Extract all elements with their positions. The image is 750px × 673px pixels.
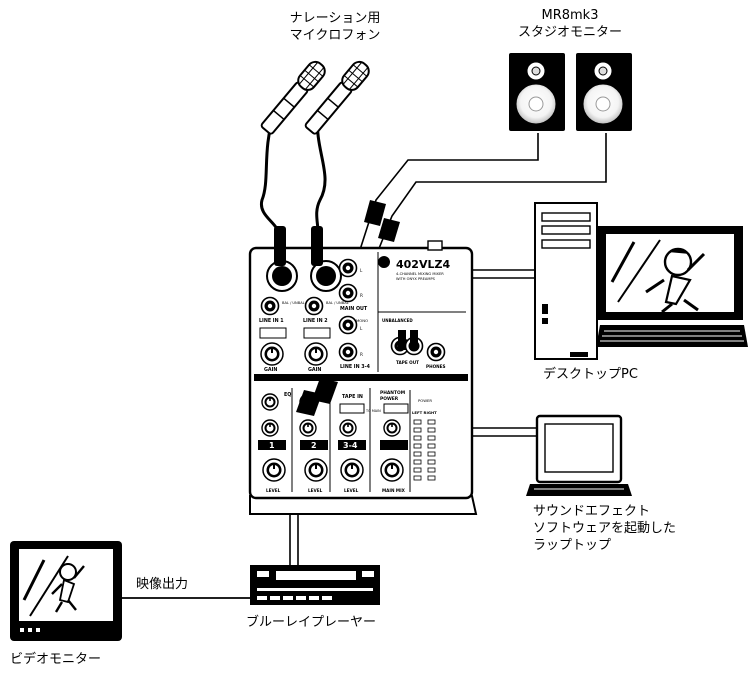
bluray-player-label: ブルーレイプレーヤー — [246, 615, 377, 630]
desktop-pc-label: デスクトップPC — [543, 367, 638, 382]
svg-text:2: 2 — [311, 441, 317, 450]
svg-text:GAIN: GAIN — [308, 367, 321, 373]
svg-text:BAL / UNBAL: BAL / UNBAL — [282, 301, 305, 305]
svg-text:MAIN OUT: MAIN OUT — [340, 306, 368, 312]
svg-text:LEFT RIGHT: LEFT RIGHT — [412, 410, 437, 415]
svg-text:3-4: 3-4 — [343, 441, 358, 450]
svg-text:R: R — [360, 352, 363, 357]
svg-text:1: 1 — [269, 441, 275, 450]
svg-text:POWER: POWER — [418, 398, 432, 403]
svg-text:POWER: POWER — [380, 396, 399, 402]
svg-text:PHONES: PHONES — [426, 364, 446, 369]
narration-mic-label: ナレーション用 マイクロフォン — [289, 11, 381, 43]
svg-text:EQ: EQ — [284, 392, 291, 398]
video-output-label: 映像出力 — [136, 577, 189, 592]
svg-text:PHANTOM: PHANTOM — [380, 390, 405, 396]
laptop — [526, 414, 632, 496]
mixer-model: 402VLZ4 — [396, 258, 450, 271]
video-monitor — [10, 541, 122, 641]
bluray-player — [250, 565, 380, 605]
svg-text:L: L — [360, 268, 363, 273]
laptop-label: サウンドエフェクト ソフトウェアを起動した ラップトップ — [533, 504, 677, 553]
svg-text:TO MAIN: TO MAIN — [365, 409, 381, 413]
svg-text:LINE IN 2: LINE IN 2 — [303, 318, 328, 324]
svg-text:GAIN: GAIN — [264, 367, 277, 373]
svg-text:TAPE IN: TAPE IN — [342, 394, 363, 400]
studio-monitor-right — [576, 53, 632, 131]
pc-plugs — [398, 330, 418, 350]
svg-text:UNBALANCED: UNBALANCED — [382, 318, 413, 323]
svg-text:BAL / UNBAL: BAL / UNBAL — [326, 301, 349, 305]
svg-text:MAIN MIX: MAIN MIX — [382, 488, 406, 493]
desktop-pc — [534, 202, 748, 360]
svg-text:LEVEL: LEVEL — [344, 488, 359, 493]
mixer-402vlz4: 402VLZ4 4-CHANNEL MIXING MIXER WITH ONYX… — [248, 226, 478, 515]
svg-text:TAPE OUT: TAPE OUT — [396, 360, 419, 365]
studio-monitor-label: MR8mk3 スタジオモニター — [517, 8, 622, 40]
video-monitor-label: ビデオモニター — [10, 652, 102, 667]
svg-text:R: R — [360, 293, 363, 298]
speaker-plugs — [296, 200, 400, 416]
svg-text:WITH ONYX PREAMPS: WITH ONYX PREAMPS — [396, 277, 436, 281]
svg-text:L: L — [360, 326, 363, 331]
svg-text:MONO: MONO — [356, 318, 368, 323]
microphone-1 — [259, 60, 326, 233]
svg-text:4-CHANNEL MIXING MIXER: 4-CHANNEL MIXING MIXER — [396, 272, 444, 276]
svg-text:LEVEL: LEVEL — [308, 488, 323, 493]
svg-text:LINE IN 1: LINE IN 1 — [259, 318, 284, 324]
microphone-2 — [304, 60, 370, 233]
svg-text:LINE IN 3-4: LINE IN 3-4 — [340, 364, 371, 370]
svg-text:LEVEL: LEVEL — [266, 488, 281, 493]
studio-monitor-left — [509, 53, 565, 131]
svg-text:PHONES: PHONES — [383, 440, 403, 445]
